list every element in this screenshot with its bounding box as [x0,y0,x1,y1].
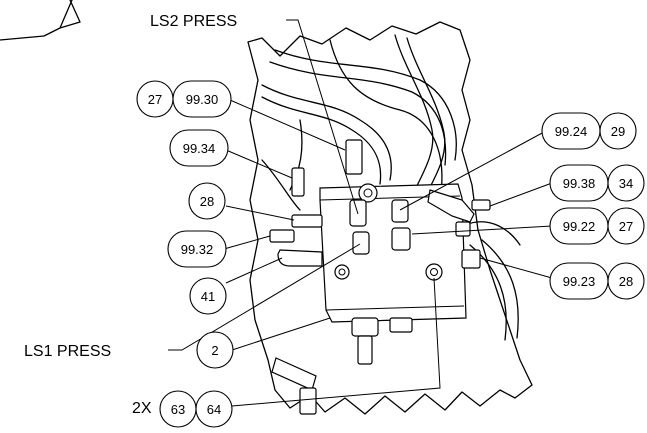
frame-fragment [0,0,81,41]
fitting-99-38-tip [471,199,491,211]
balloon-34 [607,164,645,202]
fitting-center-1 [391,199,409,223]
fitting-left-lower [269,229,295,243]
fitting-99-34 [291,167,305,197]
balloon-34-text: 34 [619,176,633,191]
hose-3 [329,39,443,201]
balloon-99-24-text: 99.24 [555,124,588,139]
hose-1 [274,49,457,161]
balloon-99-38-text: 99.38 [563,176,596,191]
plug-left-inner [338,268,346,276]
balloon-27b-text: 27 [619,219,633,234]
plug-right [425,263,443,281]
fitting-99-22 [455,221,471,237]
fitting-lower-left [271,357,317,391]
fitting-99-23 [461,249,481,269]
label-ls1-press: LS1 PRESS [24,343,111,360]
fitting-lower-left-2 [299,387,317,415]
leader-41 [225,257,283,284]
hose-2b [261,96,382,185]
balloon-27a-text: 27 [148,92,162,107]
bottom-nut [389,317,413,333]
elbow-left [277,249,323,267]
balloon-99-30 [172,80,232,118]
balloon-99-32-text: 99.32 [181,242,214,257]
leader-ls1 [168,243,361,351]
balloon-28a [188,182,226,220]
balloon-99-22-text: 99.22 [563,219,596,234]
balloon-28b-text: 28 [619,274,633,289]
label-ls2-press: LS2 PRESS [150,13,237,30]
fitting-left-upper [291,214,323,228]
leader-99-32 [223,235,271,250]
fitting-center-2 [391,227,411,251]
balloon-99-34-text: 99.34 [183,141,216,156]
label-2x: 2X [132,400,152,417]
leader-2 [231,317,331,351]
balloon-27b [607,207,645,245]
bottom-stem [357,335,373,365]
balloon-28a-text: 28 [200,194,214,209]
balloon-99-23-text: 99.23 [563,274,596,289]
leader-63-64 [231,277,441,407]
leader-ls2 [286,19,359,215]
balloon-41 [189,277,227,315]
hose-right-2 [464,221,521,246]
balloon-41-text: 41 [201,289,215,304]
fitting-ls1 [352,231,370,255]
plug-right-inner [430,268,438,276]
balloon-99-34 [169,129,229,167]
leader-99-23 [479,257,553,279]
hose-2 [261,84,392,181]
hose-right-1b [481,239,519,339]
fitting-99-30 [345,139,363,175]
fitting-99-38 [427,189,475,223]
leader-99-22 [411,225,553,235]
leader-99-38 [489,182,553,207]
break-boundary [247,21,533,415]
leader-99-24 [399,131,545,211]
plug-left [334,264,350,280]
balloon-2-text: 2 [211,343,218,358]
balloon-99-32 [167,230,227,268]
balloon-29-text: 29 [611,124,625,139]
balloon-99-30-text: 99.30 [186,92,219,107]
leader-99-30 [229,99,346,151]
leader-99-34 [225,149,293,179]
fitting-top-port-inner [363,188,373,198]
balloon-2 [196,331,234,369]
balloon-29 [599,112,637,150]
balloon-64 [195,390,233,428]
balloon-63-text: 63 [171,402,185,417]
bottom-boss [351,317,379,337]
balloon-64-text: 64 [207,402,221,417]
fitting-top-port [358,183,378,203]
balloon-28b [607,262,645,300]
leader-28a [225,205,295,221]
hose-6 [261,159,301,211]
manifold-bottom-edge [325,305,465,311]
